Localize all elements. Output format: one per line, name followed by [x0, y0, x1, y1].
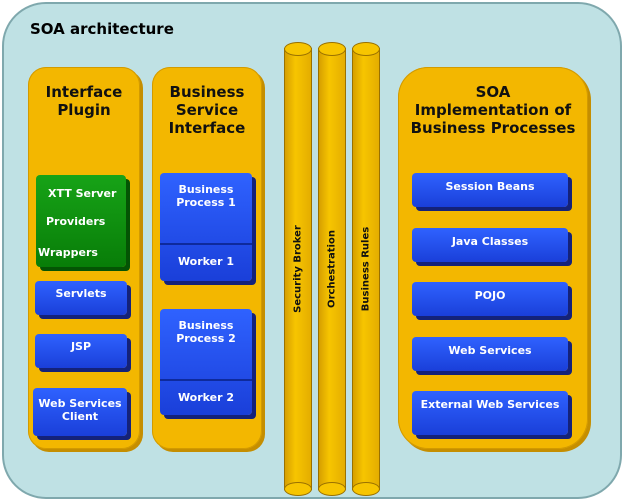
- xtt-server-label: XTT Server: [48, 187, 117, 200]
- external-web-services-box: External Web Services: [412, 391, 568, 435]
- business-service-title-line3: Interface: [168, 119, 246, 137]
- pillar-cap: [318, 482, 346, 496]
- business-process-1-divider: [160, 243, 252, 245]
- web-services-label: Web Services: [38, 397, 122, 410]
- session-beans-box: Session Beans: [412, 173, 568, 207]
- business-rules-pillar: Business Rules: [352, 42, 380, 496]
- pojo-box: POJO: [412, 282, 568, 316]
- soa-title-line2: Implementation of: [414, 101, 572, 119]
- client-label: Client: [61, 410, 99, 423]
- soa-implementation-column: SOA Implementation of Business Processes…: [398, 67, 588, 449]
- business-process-2-line1: Business: [178, 319, 234, 332]
- business-process-2-group: Business Process 2 Worker 2: [160, 309, 252, 415]
- pillar-cap: [318, 42, 346, 56]
- pillar-cap: [352, 482, 380, 496]
- security-broker-pillar: Security Broker: [284, 42, 312, 496]
- pillar-cap: [284, 42, 312, 56]
- security-broker-label: Security Broker: [292, 225, 304, 313]
- providers-label: Providers: [46, 215, 106, 228]
- business-rules-label: Business Rules: [360, 226, 372, 312]
- session-beans-label: Session Beans: [445, 180, 535, 193]
- business-process-1-line1: Business: [178, 183, 234, 196]
- xtt-server-group: [36, 175, 126, 267]
- web-services-client-box: Web Services Client: [33, 388, 127, 436]
- interface-plugin-column: Interface Plugin XTT Server Providers Wr…: [28, 67, 140, 449]
- business-process-2-divider: [160, 379, 252, 381]
- pillar-cap: [284, 482, 312, 496]
- jsp-box: JSP: [35, 334, 127, 368]
- wrappers-label: Wrappers: [38, 246, 98, 259]
- web-services-impl-label: Web Services: [448, 344, 532, 357]
- business-process-1-line2: Process 1: [176, 196, 236, 209]
- business-process-2-line2: Process 2: [176, 332, 236, 345]
- java-classes-label: Java Classes: [451, 235, 529, 248]
- soa-title-line3: Business Processes: [410, 119, 576, 137]
- worker-2-label: Worker 2: [177, 391, 235, 404]
- worker-1-label: Worker 1: [177, 255, 235, 268]
- web-services-box: Web Services: [412, 337, 568, 371]
- interface-plugin-title: Interface Plugin: [28, 83, 140, 119]
- pillar-cap: [352, 42, 380, 56]
- interface-plugin-title-line1: Interface: [45, 83, 123, 101]
- jsp-label: JSP: [70, 340, 92, 353]
- orchestration-pillar: Orchestration: [318, 42, 346, 496]
- servlets-label: Servlets: [55, 287, 107, 300]
- business-service-title-line1: Business: [169, 83, 245, 101]
- pojo-label: POJO: [474, 289, 506, 302]
- soa-title-line1: SOA: [475, 83, 511, 101]
- java-classes-box: Java Classes: [412, 228, 568, 262]
- servlets-box: Servlets: [35, 281, 127, 315]
- diagram-title: SOA architecture: [30, 20, 174, 38]
- external-web-services-label: External Web Services: [420, 398, 560, 411]
- business-service-column: Business Service Interface Business Proc…: [152, 67, 262, 449]
- soa-implementation-title: SOA Implementation of Business Processes: [398, 83, 588, 137]
- business-service-title-line2: Service: [175, 101, 239, 119]
- interface-plugin-title-line2: Plugin: [57, 101, 111, 119]
- business-service-title: Business Service Interface: [152, 83, 262, 137]
- business-process-1-group: Business Process 1 Worker 1: [160, 173, 252, 281]
- orchestration-label: Orchestration: [326, 230, 338, 308]
